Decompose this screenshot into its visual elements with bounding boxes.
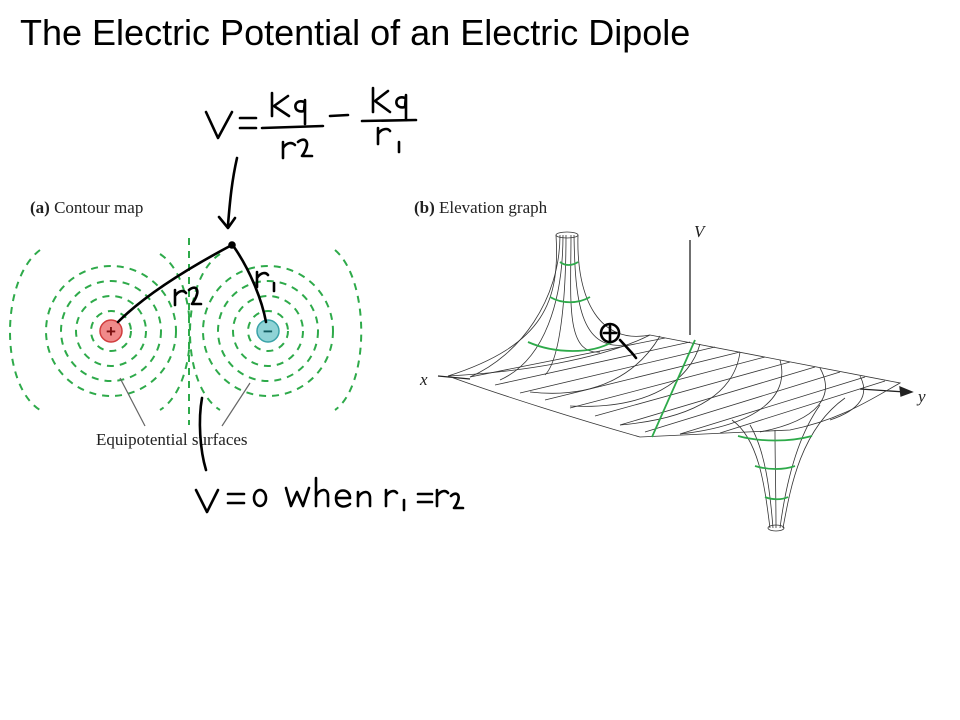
negative-charge [256,319,280,343]
elevation-graph-label: (b) Elevation graph [414,198,547,218]
axis-y-label: y [918,387,926,406]
axis-x-label: x [420,370,428,389]
elevation-graph-title: Elevation graph [439,198,548,217]
contour-negative-3 [217,280,319,382]
axis-x-line [437,375,471,380]
peak-contour-3 [527,341,613,352]
handwritten-circled-plus [599,322,638,360]
zero-line-surface [651,339,696,438]
positive-charge-symbol: + [106,322,116,341]
axis-y-line [859,388,906,393]
handwritten-r2-label [173,286,203,307]
handwritten-arrow-head [217,215,237,230]
contour-positive-6 [9,249,41,411]
r1-line [232,245,268,324]
contour-positive-2 [75,295,147,367]
equipotential-caption: Equipotential surfaces [96,430,248,449]
contour-negative-6 [334,249,363,411]
handwritten-r1-label [255,270,276,293]
contour-map-label: (a) Contour map [30,198,143,218]
contour-negative-2 [232,295,304,367]
handwritten-pointer-zero [198,396,208,472]
axis-v-label: V [694,222,705,241]
contour-negative-5 [189,253,221,411]
well-contour-3 [764,496,789,501]
contour-negative-4 [202,265,334,397]
caption-pointer-left [119,377,146,427]
slide-title: The Electric Potential of an Electric Di… [20,12,691,53]
well-contour-2 [754,465,796,470]
handwritten-arrow [226,156,239,227]
mesh-surface [447,334,902,438]
positive-charge [99,319,123,343]
peak-contour-1 [559,261,579,266]
caption-pointer-right [221,382,251,427]
negative-well [731,397,846,532]
r2-line [116,244,232,324]
well-contour-1 [737,435,813,442]
contour-positive-4 [45,265,177,397]
elevation-equipotentials [527,261,813,501]
elevation-graph-panel-letter: (b) [414,198,435,217]
peak-contour-2 [549,296,591,304]
contour-positive-5 [159,253,191,411]
contour-positive-3 [60,280,162,382]
contour-negative-1 [247,310,289,352]
contour-positive-1 [90,310,132,352]
negative-charge-symbol: − [263,322,273,341]
handwritten-potential-equation [204,86,418,160]
contour-map-title: Contour map [54,198,144,217]
contour-map-panel-letter: (a) [30,198,50,217]
handwritten-zero-condition [194,476,465,514]
